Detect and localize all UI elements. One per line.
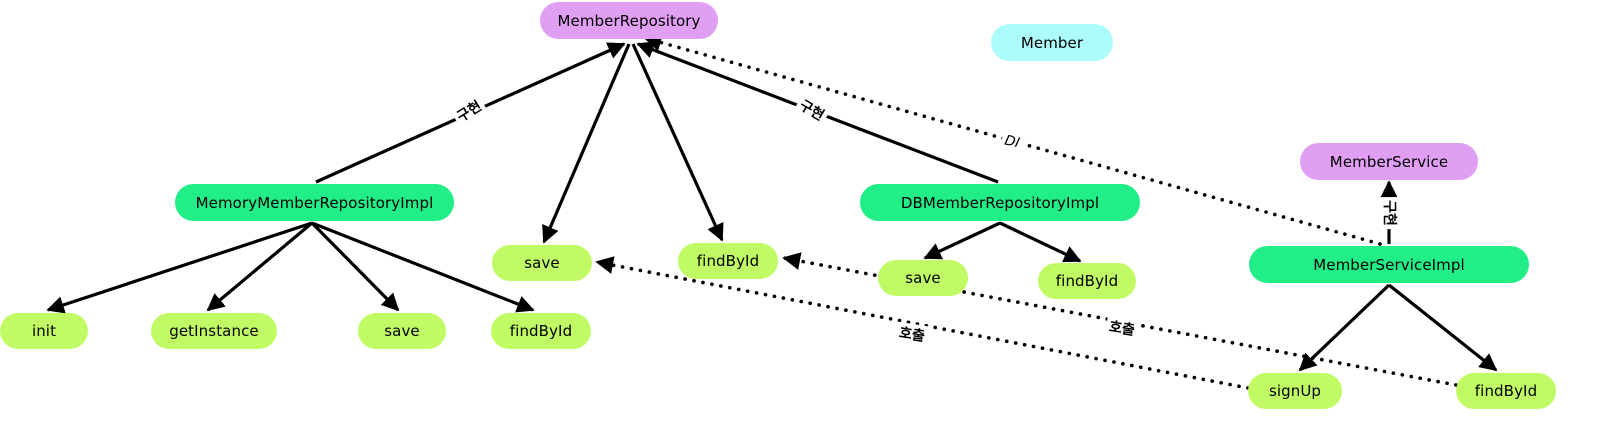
node-service-method-signup[interactable]: signUp bbox=[1248, 373, 1342, 409]
node-repository-method-save[interactable]: save bbox=[492, 245, 592, 281]
node-label: MemberServiceImpl bbox=[1313, 255, 1465, 274]
edge-db-save bbox=[923, 221, 1001, 260]
node-label: findById bbox=[696, 252, 760, 270]
node-memory-method-getinstance[interactable]: getInstance bbox=[151, 313, 277, 349]
node-repository-method-findbyid[interactable]: findById bbox=[678, 243, 778, 279]
edge-repo-findbyid bbox=[631, 43, 724, 242]
node-member-repository[interactable]: MemberRepository bbox=[540, 2, 718, 39]
edge-memory-init bbox=[46, 221, 313, 314]
node-label: init bbox=[31, 322, 57, 340]
node-memory-method-findbyid[interactable]: findById bbox=[491, 313, 591, 349]
node-memory-member-repository-impl[interactable]: MemoryMemberRepositoryImpl bbox=[175, 184, 454, 221]
node-label: getInstance bbox=[169, 322, 259, 340]
edge-service-signup bbox=[1298, 283, 1391, 372]
node-db-member-repository-impl[interactable]: DBMemberRepositoryImpl bbox=[860, 184, 1140, 221]
edge-db-findbyid bbox=[999, 221, 1082, 263]
edge-repo-save bbox=[542, 43, 631, 244]
node-service-method-findbyid[interactable]: findById bbox=[1456, 373, 1556, 409]
edge-call-save bbox=[595, 256, 1250, 390]
edge-memory-save bbox=[310, 221, 400, 312]
node-member-service[interactable]: MemberService bbox=[1300, 143, 1478, 180]
edge-label-text: 호출 bbox=[897, 325, 926, 345]
node-label: findById bbox=[1055, 272, 1119, 290]
node-db-method-findbyid[interactable]: findById bbox=[1038, 263, 1136, 299]
node-member[interactable]: Member bbox=[991, 24, 1113, 61]
edge-label-implements-service: 구현 bbox=[1380, 197, 1400, 229]
edge-label-text: DI bbox=[1002, 132, 1022, 152]
edge-label-text: 구현 bbox=[1381, 200, 1397, 226]
node-memory-method-save[interactable]: save bbox=[358, 313, 446, 349]
edge-service-findbyid bbox=[1388, 283, 1498, 372]
node-label: save bbox=[384, 322, 420, 340]
node-label: save bbox=[524, 254, 560, 272]
node-label: findById bbox=[509, 322, 573, 340]
edge-memory-getinstance bbox=[206, 221, 314, 312]
node-member-service-impl[interactable]: MemberServiceImpl bbox=[1249, 246, 1529, 283]
node-label: MemoryMemberRepositoryImpl bbox=[195, 193, 434, 212]
node-label: signUp bbox=[1268, 382, 1322, 400]
node-db-method-save[interactable]: save bbox=[878, 260, 968, 296]
node-label: save bbox=[905, 269, 941, 287]
node-label: DBMemberRepositoryImpl bbox=[900, 193, 1100, 212]
node-label: findById bbox=[1474, 382, 1538, 400]
node-label: Member bbox=[1020, 33, 1084, 52]
edge-label-text: 호출 bbox=[1107, 319, 1136, 339]
node-memory-method-init[interactable]: init bbox=[0, 313, 88, 349]
node-label: MemberRepository bbox=[557, 11, 701, 30]
node-label: MemberService bbox=[1329, 152, 1449, 171]
edge-memory-findbyid bbox=[311, 221, 535, 313]
